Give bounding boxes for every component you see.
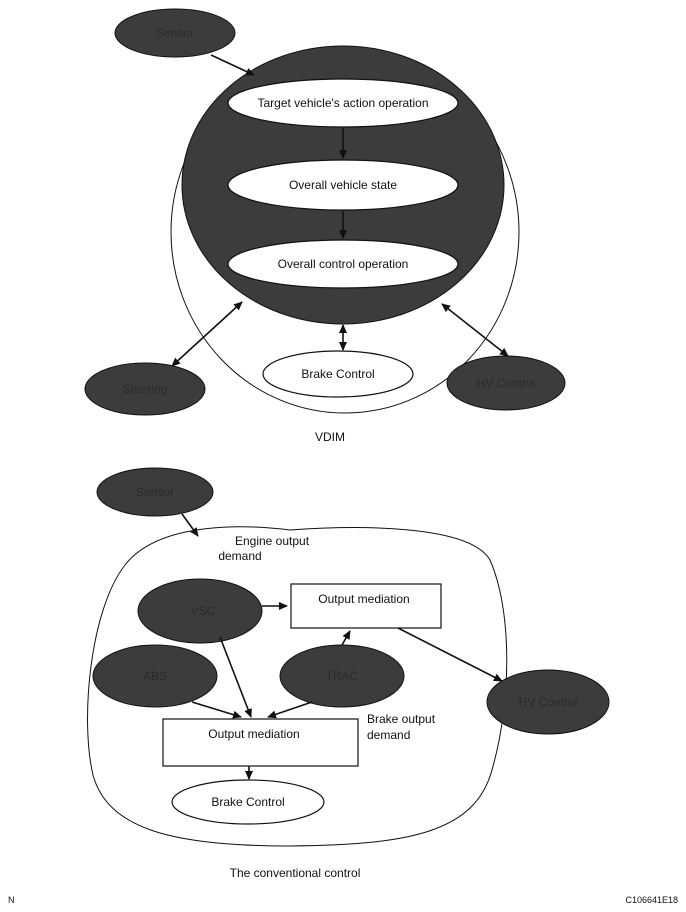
conv-output-mediation-bottom-label: Output mediation — [208, 727, 299, 741]
conv-trac-label: TRAC — [326, 669, 359, 683]
conv-arrow-trac-to-mediation — [341, 630, 351, 646]
vdim-overall-control-label: Overall control operation — [278, 257, 409, 271]
vdim-steering-label: Steering — [123, 382, 168, 396]
conv-sensor-node — [96, 467, 214, 517]
vdim-hv-control-label: HV Control — [477, 376, 536, 390]
engine-output-demand-label-2: demand — [218, 549, 261, 563]
conv-brake-control-label: Brake Control — [211, 795, 284, 809]
conventional-diagram: Sensor Engine output demand VSC Output m… — [87, 467, 610, 880]
conv-hv-control-node — [486, 669, 610, 735]
conv-brake-control-node — [171, 779, 325, 825]
conv-sensor-arrow — [181, 513, 199, 537]
vdim-steering-node — [84, 362, 206, 416]
vdim-arrow-steering — [171, 301, 243, 367]
vdim-overall-state-label: Overall vehicle state — [289, 178, 397, 192]
vdim-overall-control-node — [227, 239, 459, 289]
conv-abs-label: ABS — [143, 669, 167, 683]
conv-output-mediation-top-label: Output mediation — [318, 592, 409, 606]
brake-output-demand-label-1: Brake output — [367, 712, 436, 726]
vdim-overall-state-node — [227, 159, 459, 211]
brake-output-demand-label-2: demand — [367, 728, 410, 742]
conv-arrow-trac-to-brake-mediation — [267, 701, 313, 719]
figure-id: C106641E18 — [625, 895, 678, 905]
vdim-brake-control-node — [262, 350, 414, 398]
conv-arrow-mediation-to-hv — [397, 627, 503, 682]
conv-output-mediation-bottom — [162, 718, 359, 767]
conventional-boundary — [87, 526, 508, 847]
conv-hv-control-label: HV Control — [519, 695, 578, 709]
vdim-target-action-label: Target vehicle's action operation — [257, 96, 428, 110]
conv-sensor-label: Sensor — [136, 485, 174, 499]
vdim-arrow-hv — [441, 303, 509, 357]
conv-abs-node — [92, 644, 218, 708]
vdim-brake-control-label: Brake Control — [301, 367, 374, 381]
conv-vsc-label: VSC — [191, 604, 216, 618]
vdim-target-action-node — [227, 78, 459, 128]
conventional-caption: The conventional control — [230, 866, 361, 880]
vdim-sensor-arrow — [210, 54, 255, 76]
conv-vsc-node — [137, 578, 263, 644]
engine-output-demand-label-1: Engine output — [235, 534, 310, 548]
conv-arrow-vsc-to-brake-mediation — [219, 636, 252, 718]
vdim-sensor-label: Sensor — [156, 26, 194, 40]
vdim-caption: VDIM — [315, 430, 345, 444]
conv-output-mediation-top — [290, 583, 442, 629]
conv-arrow-abs-to-brake-mediation — [191, 701, 242, 719]
footer-left-mark: N — [8, 895, 15, 905]
vdim-sensor-node — [114, 8, 236, 58]
vdim-diagram: Sensor Target vehicle's action operation… — [84, 8, 566, 444]
